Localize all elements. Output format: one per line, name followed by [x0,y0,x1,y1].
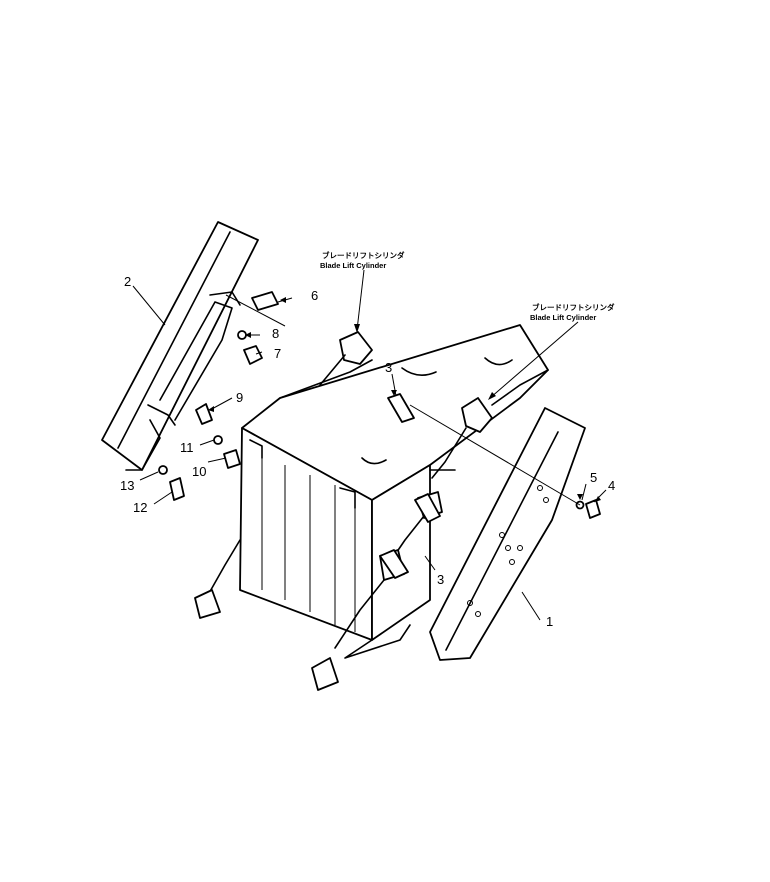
callout-4: 4 [608,478,615,493]
right-blade-lift-cylinder [311,369,549,691]
annotation-jp: ブレードリフトシリンダ [532,302,615,312]
annotation-blade-lift-cylinder-left: ブレードリフトシリンダ Blade Lift Cylinder [320,250,405,270]
callout-9: 9 [236,390,243,405]
callout-10: 10 [192,464,206,479]
annotation-en: Blade Lift Cylinder [320,261,386,270]
callout-3-upper: 3 [385,360,392,375]
callout-1: 1 [546,614,553,629]
callout-7: 7 [274,346,281,361]
callout-12: 12 [133,500,147,515]
annotation-en: Blade Lift Cylinder [530,313,596,322]
callout-11: 11 [180,440,194,455]
part-2-left-guard [101,221,259,471]
annotation-blade-lift-cylinder-right: ブレードリフトシリンダ Blade Lift Cylinder [530,302,615,322]
annotation-jp: ブレードリフトシリンダ [322,250,405,260]
callout-3-lower: 3 [437,572,444,587]
callout-13: 13 [120,478,134,493]
callout-2: 2 [124,274,131,289]
left-blade-lift-cylinder [194,331,373,619]
callout-8: 8 [272,326,279,341]
callout-6: 6 [311,288,318,303]
part-1-right-guard [429,407,586,661]
radiator-body [239,324,549,659]
callout-numbers: 2 6 8 7 9 11 10 13 12 3 3 5 4 1 [120,274,615,629]
callout-5: 5 [590,470,597,485]
leader-arrowheads [208,297,601,502]
